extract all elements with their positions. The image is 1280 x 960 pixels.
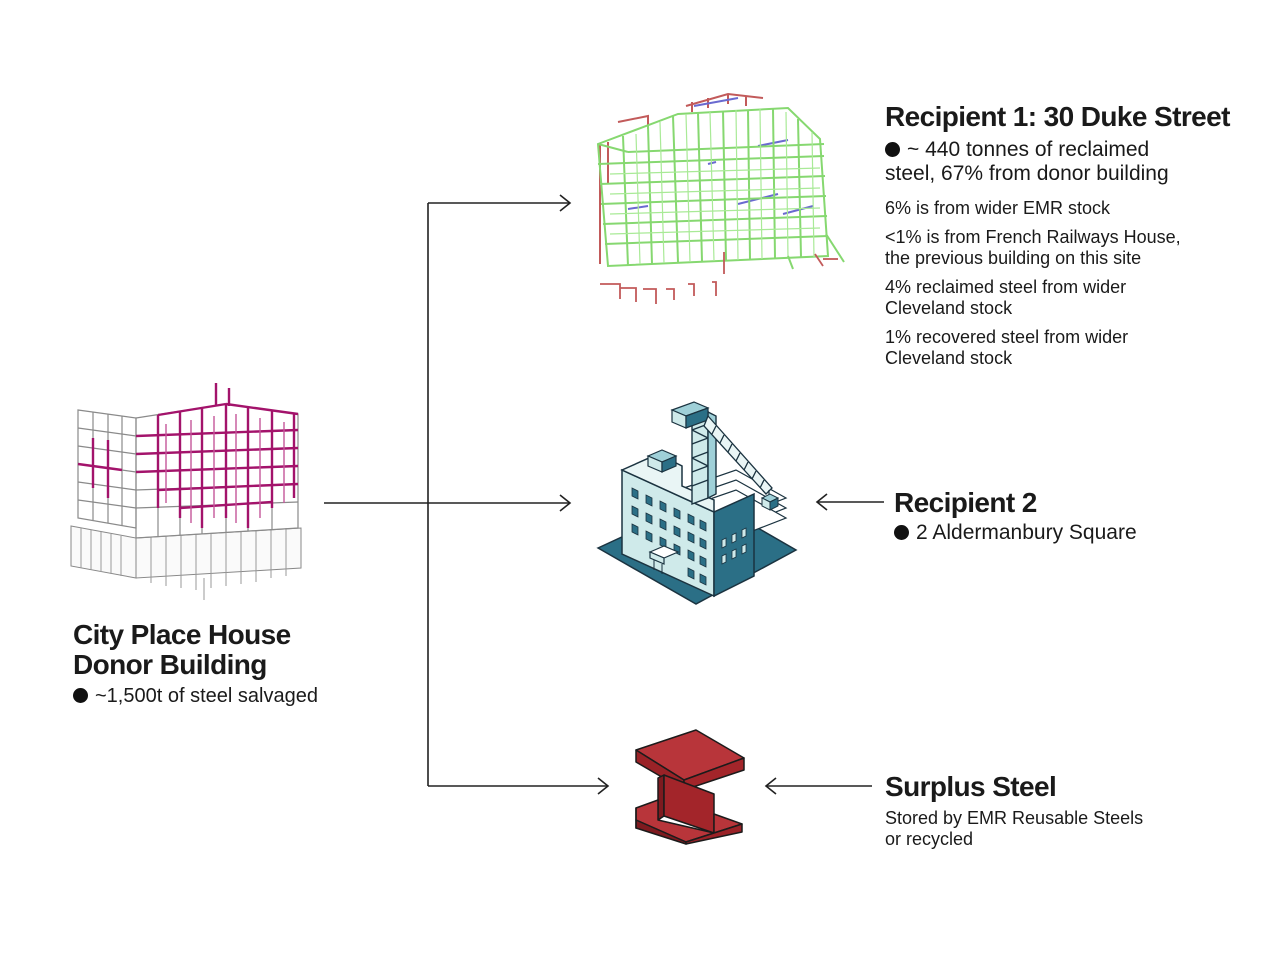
recipient1-bullet: ~ 440 tonnes of reclaimed (885, 138, 1275, 162)
recipient1-note: 4% reclaimed steel from wider Cleveland … (885, 277, 1275, 319)
bullet-icon (73, 688, 88, 703)
recipient1-bullet-line2: steel, 67% from donor building (885, 162, 1169, 185)
recipient2-bullet-text: 2 Aldermanbury Square (916, 521, 1137, 544)
note-line2: Cleveland stock (885, 348, 1013, 368)
arrow-to-surplus (597, 777, 610, 795)
note-line2: Cleveland stock (885, 298, 1013, 318)
arrow-recipient2-label (815, 493, 884, 511)
note-line2: the previous building on this site (885, 248, 1142, 268)
recipient2-title: Recipient 2 (894, 487, 1037, 518)
donor-bullet: ~1,500t of steel salvaged (73, 684, 413, 708)
note-line1: 6% is from wider EMR stock (885, 198, 1111, 218)
steel-frame-building-green-icon (596, 92, 845, 304)
note-line1: <1% is from French Railways House, (885, 227, 1181, 247)
steel-frame-building-magenta-icon (70, 383, 302, 600)
arrow-to-recipient2 (559, 494, 572, 512)
note-line1: 4% reclaimed steel from wider (885, 277, 1127, 297)
note-line1: 1% recovered steel from wider (885, 327, 1129, 347)
arrow-surplus-label (764, 777, 872, 795)
recipient1-title: Recipient 1: 30 Duke Street (885, 101, 1230, 132)
donor-title-line2: Donor Building (73, 649, 267, 680)
bullet-icon (885, 142, 900, 157)
recipient2-label: Recipient 2 2 Aldermanbury Square (894, 488, 1254, 545)
donor-label: City Place House Donor Building ~1,500t … (73, 620, 413, 708)
recipient2-bullet: 2 Aldermanbury Square (894, 521, 1254, 545)
recipient1-label: Recipient 1: 30 Duke Street ~ 440 tonnes… (885, 102, 1275, 377)
recipient1-note: <1% is from French Railways House, the p… (885, 227, 1275, 269)
donor-bullet-text: ~1,500t of steel salvaged (95, 685, 318, 707)
surplus-line1: Stored by EMR Reusable Steels (885, 808, 1144, 828)
recipient1-note: 1% recovered steel from wider Cleveland … (885, 327, 1275, 369)
surplus-line2: or recycled (885, 829, 974, 849)
building-with-crane-icon (596, 401, 798, 605)
recipient1-notes: 6% is from wider EMR stock <1% is from F… (885, 198, 1275, 369)
surplus-title: Surplus Steel (885, 771, 1057, 802)
donor-title-line1: City Place House (73, 619, 291, 650)
bullet-icon (894, 525, 909, 540)
arrow-to-recipient1 (559, 194, 572, 212)
steel-i-beam-icon (635, 729, 745, 845)
surplus-label: Surplus Steel Stored by EMR Reusable Ste… (885, 772, 1245, 850)
recipient1-bullet-line1: ~ 440 tonnes of reclaimed (907, 138, 1150, 161)
recipient1-note: 6% is from wider EMR stock (885, 198, 1275, 219)
